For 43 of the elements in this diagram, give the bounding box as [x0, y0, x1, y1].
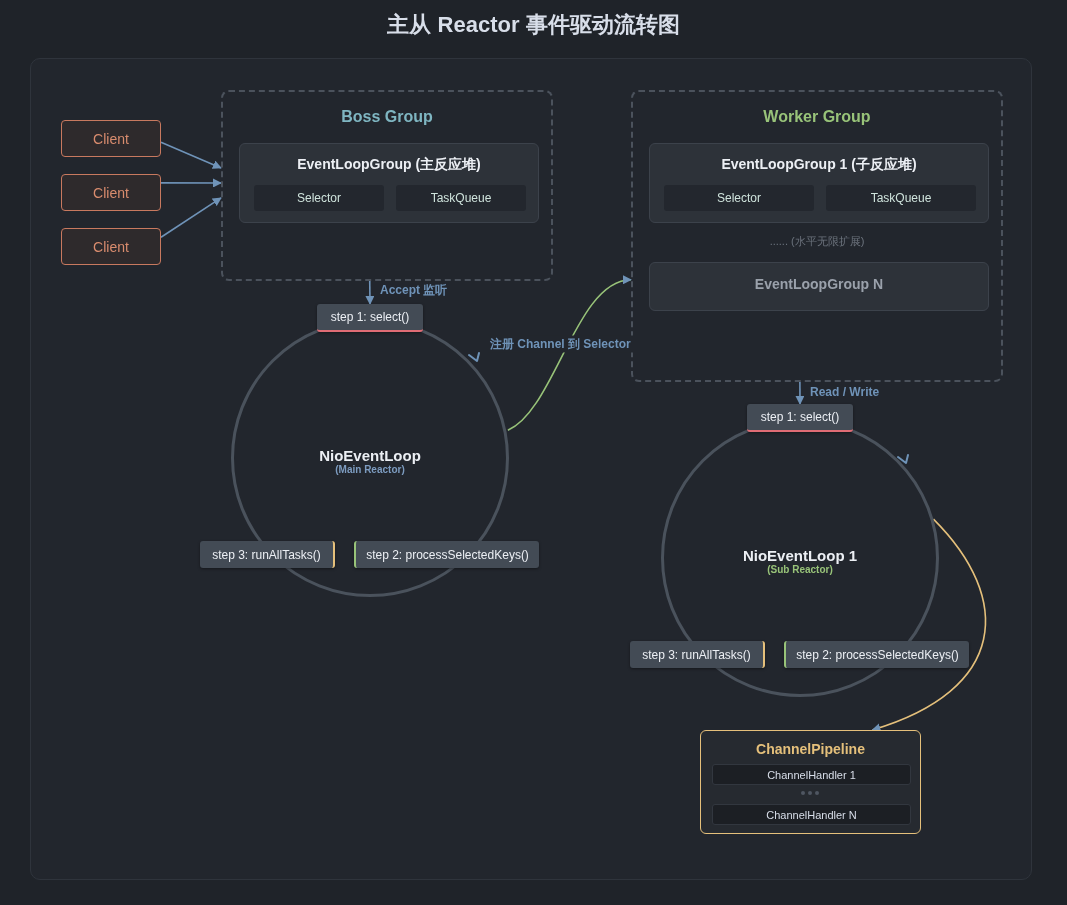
step-box: step 1: select()	[317, 304, 423, 332]
client-box: Client	[61, 174, 161, 211]
arrow	[160, 197, 222, 239]
loop-name: NioEventLoop 1	[741, 547, 859, 565]
arrow	[871, 518, 987, 732]
dashed-group-box	[221, 90, 553, 281]
arrow	[795, 381, 805, 405]
event-loop-group-box	[649, 143, 989, 223]
reactor-role: (Main Reactor)	[335, 464, 405, 476]
component-box: TaskQueue	[826, 185, 976, 211]
group-heading: EventLoopGroup (主反应堆)	[296, 156, 482, 174]
component-box: TaskQueue	[396, 185, 526, 211]
step-box: step 3: runAllTasks()	[200, 541, 335, 568]
pipeline-box	[700, 730, 921, 834]
edge-label: Accept 监听	[378, 281, 450, 299]
group-title: Boss Group	[340, 108, 434, 126]
step-box: step 2: processSelectedKeys()	[354, 541, 539, 568]
arrow	[160, 178, 222, 188]
handler-box: ChannelHandler N	[712, 804, 911, 825]
arrow	[507, 276, 632, 431]
step-box: step 2: processSelectedKeys()	[784, 641, 969, 668]
reactor-role: (Sub Reactor)	[767, 564, 833, 576]
group-title: Worker Group	[762, 108, 872, 126]
edge-label: Read / Write	[808, 385, 882, 399]
dashed-group-box	[631, 90, 1003, 382]
loop-name: NioEventLoop	[318, 447, 422, 465]
arrow	[160, 141, 222, 169]
group-heading: EventLoopGroup 1 (子反应堆)	[720, 156, 918, 174]
handler-box: ChannelHandler 1	[712, 764, 911, 785]
event-loop-group-box	[239, 143, 539, 223]
note-text: ...... (水平无限扩展)	[769, 233, 865, 249]
arrow	[365, 280, 375, 305]
group-heading: EventLoopGroup N	[753, 276, 885, 292]
client-box: Client	[61, 120, 161, 157]
step-box: step 3: runAllTasks()	[630, 641, 765, 668]
pipeline-title: ChannelPipeline	[755, 741, 866, 757]
event-loop-group-box	[649, 262, 989, 311]
diagram-title: 主从 Reactor 事件驱动流转图	[386, 11, 681, 39]
step-box: step 1: select()	[747, 404, 853, 432]
component-box: Selector	[254, 185, 384, 211]
component-box: Selector	[664, 185, 814, 211]
client-box: Client	[61, 228, 161, 265]
edge-label: 注册 Channel 到 Selector	[488, 335, 633, 353]
